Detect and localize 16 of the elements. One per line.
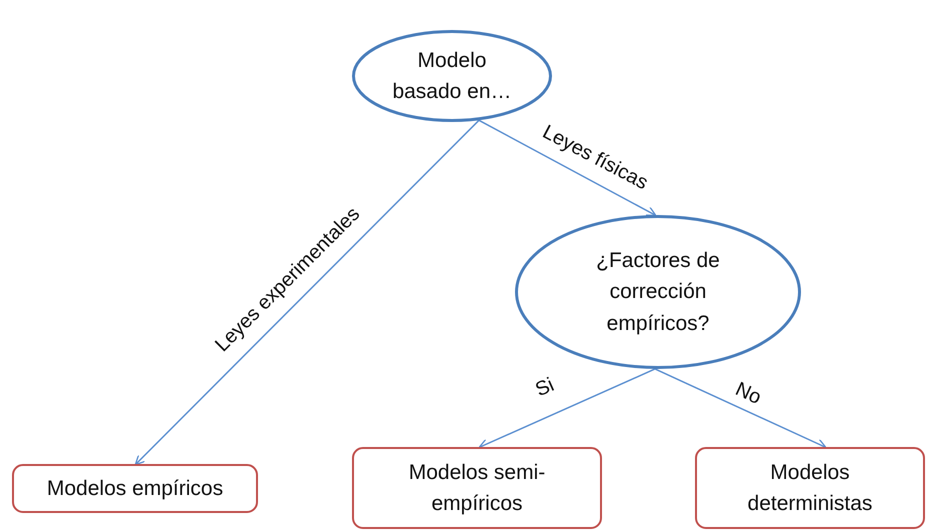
node-text: Modelos deterministas — [746, 460, 874, 517]
arrow — [654, 368, 826, 448]
node-text: ¿Factores de corrección empíricos? — [595, 248, 721, 337]
result-box — [695, 447, 925, 529]
arrow — [134, 120, 480, 466]
arrow — [478, 120, 656, 216]
result-box — [12, 464, 258, 513]
start-ellipse — [352, 30, 552, 122]
node-text: Modelo basado en… — [391, 48, 513, 105]
result-box — [352, 447, 602, 529]
arrow — [478, 368, 656, 448]
node-text: Modelos empíricos — [46, 476, 224, 502]
node-text: Modelos semi-empíricos — [408, 460, 546, 517]
edge-label: No — [732, 378, 764, 410]
decision-ellipse — [515, 215, 801, 369]
edge-label: Si — [532, 374, 558, 402]
